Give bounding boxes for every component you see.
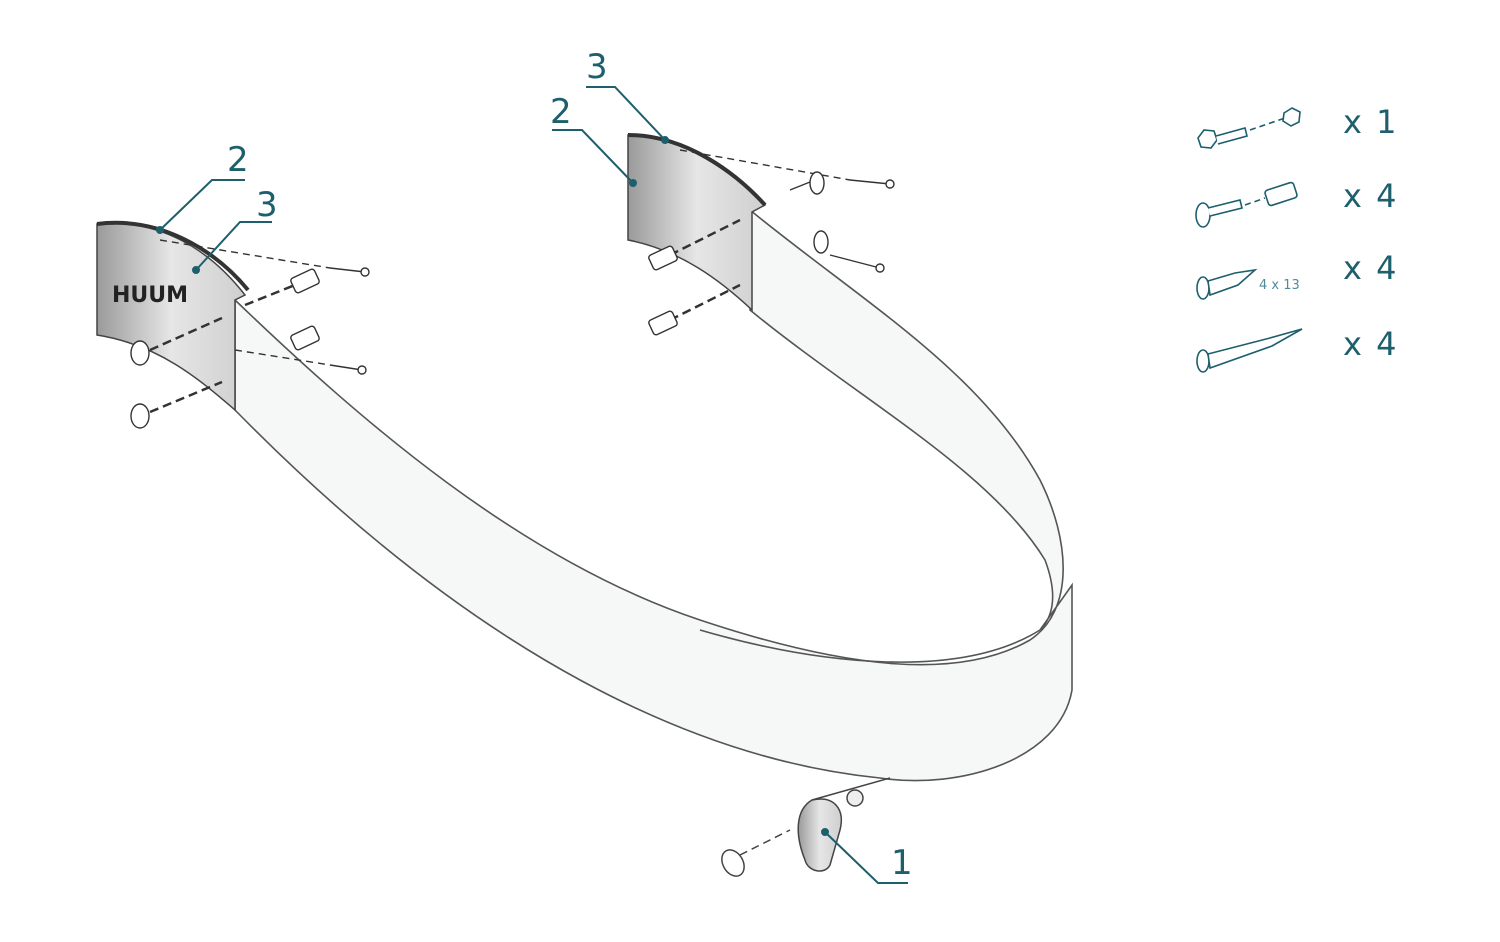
quantity-long-screw: x 4	[1343, 325, 1399, 363]
short-screw-icon	[1196, 268, 1258, 300]
quantity-hex-bolt: x 1	[1343, 103, 1399, 141]
callout-label-3-right: 3	[586, 47, 608, 87]
bolt-sleeve-icon	[1195, 181, 1298, 228]
huum-logo: HUUM	[112, 283, 189, 308]
callout-label-2-right: 2	[550, 92, 572, 132]
parts-legend-icons	[1195, 107, 1303, 373]
callout-label-1: 1	[891, 843, 913, 883]
bottom-bracket	[721, 777, 891, 877]
callout-leaders	[156, 86, 908, 884]
short-screw-size: 4 x 13	[1259, 278, 1300, 293]
callout-label-2-left: 2	[227, 140, 249, 180]
hex-bolt-icon	[1197, 107, 1301, 149]
band	[234, 208, 1073, 782]
fasteners	[130, 149, 895, 429]
long-screw-icon	[1196, 328, 1303, 373]
quantity-short-screw: x 4	[1343, 249, 1399, 287]
callout-label-3-left: 3	[256, 185, 278, 225]
quantity-bolt-sleeve: x 4	[1343, 177, 1399, 215]
